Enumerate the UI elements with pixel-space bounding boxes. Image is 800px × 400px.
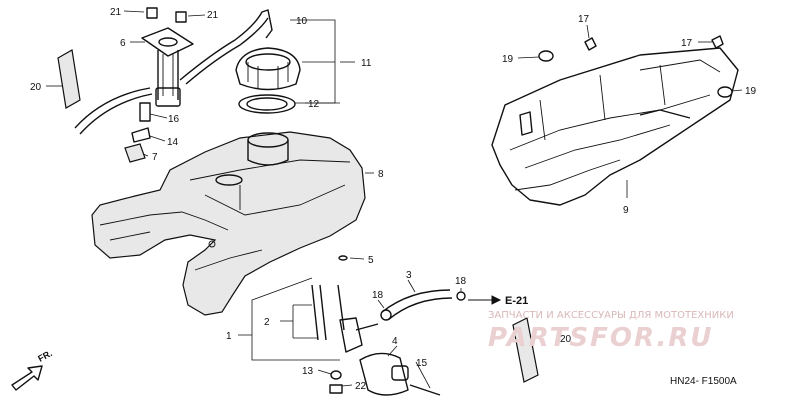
front-direction-marker	[11, 365, 43, 391]
callout-22: 22	[355, 381, 367, 392]
callout-21a: 21	[110, 7, 122, 18]
breather-hose	[179, 9, 273, 85]
callout-19a: 19	[502, 54, 514, 65]
fuel-tank	[91, 131, 366, 316]
section-reference: E-21	[505, 295, 528, 307]
front-marker-label: FR.	[36, 348, 53, 364]
callout-21b: 21	[207, 10, 219, 21]
callout-15: 15	[416, 358, 428, 369]
callout-14: 14	[167, 137, 179, 148]
callout-17b: 17	[681, 38, 693, 49]
fuel-sender-unit	[141, 7, 194, 107]
callout-20a: 20	[30, 82, 42, 93]
watermark: ЗАПЧАСТИ И АКСЕССУАРЫ ДЛЯ МОТОТЕХНИКИ PA…	[488, 310, 734, 353]
watermark-tagline: ЗАПЧАСТИ И АКСЕССУАРЫ ДЛЯ МОТОТЕХНИКИ	[488, 310, 734, 321]
callout-3: 3	[406, 270, 412, 281]
callout-6: 6	[120, 38, 126, 49]
callout-13: 13	[302, 366, 314, 377]
callout-18a: 18	[372, 290, 384, 301]
callout-10: 10	[296, 16, 308, 27]
callout-4: 4	[392, 336, 398, 347]
watermark-logo: PARTSFOR.RU	[488, 323, 713, 353]
callout-19b: 19	[745, 86, 757, 97]
callout-9: 9	[623, 205, 629, 216]
strap-left	[57, 49, 153, 135]
callout-7: 7	[152, 152, 158, 163]
callout-12: 12	[308, 99, 320, 110]
strap-right	[512, 317, 539, 383]
leader-lines	[46, 10, 743, 389]
callout-11: 11	[361, 58, 372, 69]
fuel-valve-assembly	[311, 255, 441, 396]
small-parts-left	[124, 102, 151, 163]
reference-arrow	[468, 295, 502, 305]
callout-16: 16	[168, 114, 180, 125]
callout-labels: 21 21 6 20 16 14 7 10 11 12 8 5 3 18 18 …	[30, 7, 757, 392]
callout-8: 8	[378, 169, 384, 180]
heat-shield-tray	[491, 35, 739, 206]
callout-2: 2	[264, 317, 270, 328]
callout-20b: 20	[560, 334, 572, 345]
callout-1: 1	[226, 331, 232, 342]
fuel-cap	[235, 47, 301, 114]
fuel-hose	[380, 289, 466, 321]
callout-17a: 17	[578, 14, 590, 25]
drawing-code: HN24- F1500A	[670, 376, 737, 387]
callout-5: 5	[368, 255, 374, 266]
callout-18b: 18	[455, 276, 467, 287]
